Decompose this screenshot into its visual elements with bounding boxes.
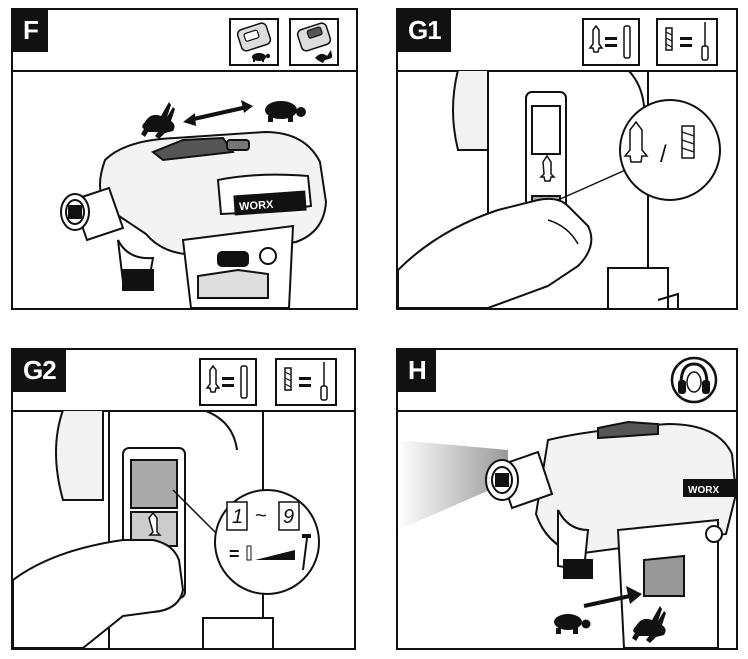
panel-f: F [11,8,358,310]
panel-g2-badge: G2 [13,350,66,392]
panel-g2-header: G2 [13,350,354,412]
anchor-equals-bit-icon [582,18,640,66]
turtle-mode-switch-icon [229,18,279,66]
setting-digit-box [226,501,248,531]
zoom-callout: 1 ~ 9 = [172,489,320,595]
impact-driver-illustration: WORX [60,130,328,308]
range-end-label: 9 [283,506,294,528]
zoom-callout: / [557,99,721,201]
rabbit-mode-switch-icon [289,18,339,66]
panel-f-scene: WORX [13,70,356,308]
brand-label: WORX [239,199,275,213]
anchor-equals-bit-icon [199,358,257,406]
rabbit-icon [632,606,666,643]
anchor-plain-icon [623,120,649,163]
hand-illustration [398,197,593,308]
led-light-beam [398,440,508,530]
panel-h-header: H [398,350,736,412]
rabbit-icon [141,102,175,139]
ear-protection-icon [670,356,718,404]
anchor-equals-screwdriver-icon [656,18,718,66]
panel-f-badge: F [13,10,48,52]
range-separator-label: ~ [255,505,267,527]
panel-h-badge: H [398,350,436,392]
impact-driver-illustration: WORX [485,420,736,648]
wedge-icon [255,550,295,560]
panel-g2: G2 [11,348,356,650]
panel-g1-header: G1 [398,10,736,72]
equals-label: = [229,544,240,564]
brand-label: WORX [688,485,719,496]
panel-g2-scene: 1 ~ 9 = [13,410,354,648]
anchor-ribbed-icon [681,125,695,159]
panel-f-header: F [13,10,356,72]
turtle-icon [265,101,306,122]
panel-g1: G1 [396,8,738,310]
double-arrow-icon [183,100,253,126]
setting-digit-box [278,501,300,531]
panel-g1-scene: / [398,70,736,308]
turtle-icon [554,614,591,634]
hand-illustration [13,539,185,648]
panel-h-scene: WORX [398,410,736,648]
range-start-label: 1 [232,506,243,528]
panel-g1-badge: G1 [398,10,451,52]
anchor-equals-screwdriver-icon [275,358,337,406]
small-bit-icon [246,545,252,561]
slash-label: / [660,141,667,168]
panel-h: H WORX [396,348,738,650]
screw-icon [302,534,311,571]
push-arrow-icon [583,586,642,608]
